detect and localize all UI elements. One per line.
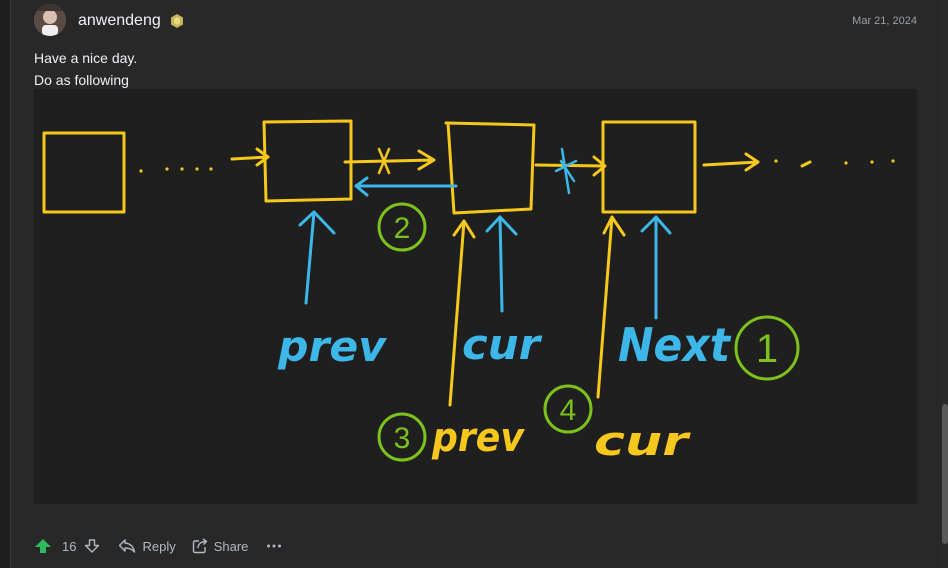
comment-line: Do as following	[34, 72, 129, 88]
comment-date: Mar 21, 2024	[852, 15, 917, 27]
arrow-cur-to-next	[534, 155, 607, 177]
node-box	[42, 131, 126, 214]
step-number-3: 3	[394, 422, 411, 455]
pointer-cur	[485, 215, 518, 313]
scrollbar[interactable]	[942, 0, 948, 568]
share-button[interactable]: Share	[192, 538, 249, 554]
step-circle-4	[543, 384, 593, 434]
badge-icon	[169, 13, 185, 29]
comment-body: Have a nice day. Do as following	[34, 47, 137, 91]
reply-label: Reply	[142, 538, 176, 554]
more-options-button[interactable]	[266, 538, 282, 554]
upvote-button[interactable]	[34, 538, 52, 554]
label-cur-new: cur	[594, 419, 691, 465]
step-number-4: 4	[560, 394, 577, 427]
arrow-next-out	[702, 152, 760, 172]
dots-left	[139, 167, 213, 173]
share-label: Share	[213, 538, 249, 554]
label-prev-new: prev	[431, 415, 526, 461]
step-number-1: 1	[756, 327, 778, 371]
vote-count: 16	[62, 538, 77, 554]
left-rail	[0, 0, 11, 568]
more-icon	[267, 544, 282, 548]
scrollbar-thumb[interactable]	[942, 404, 948, 544]
linked-list-diagram: 2 1 3 4 prev cur Next prev cur	[34, 89, 917, 504]
arrow-into-prev	[230, 147, 270, 167]
pointer-prev-new	[448, 219, 476, 407]
reply-button[interactable]: Reply	[118, 538, 176, 554]
pointer-prev	[298, 210, 336, 305]
pointer-next	[640, 215, 672, 320]
node-box-next	[601, 120, 697, 214]
step-circle-1	[734, 315, 800, 381]
dots-right	[774, 159, 895, 165]
avatar[interactable]	[34, 4, 66, 36]
author-name[interactable]: anwendeng	[78, 12, 161, 29]
step-circle-3	[377, 412, 427, 462]
upvote-icon	[35, 539, 51, 553]
label-prev: prev	[277, 322, 388, 371]
arrow-cur-to-prev	[354, 176, 458, 197]
share-icon	[192, 538, 207, 554]
step-circle-2	[377, 202, 427, 252]
comment-actions: 16 Reply Share	[34, 536, 282, 556]
comment-line: Have a nice day.	[34, 50, 138, 66]
downvote-icon	[85, 539, 100, 553]
label-next: Next	[618, 318, 732, 372]
node-box-prev	[262, 119, 353, 203]
downvote-button[interactable]	[84, 538, 100, 554]
node-box-cur	[444, 121, 536, 215]
label-cur: cur	[462, 320, 542, 369]
comment-header: anwendeng Mar 21, 2024	[34, 4, 917, 38]
reply-icon	[119, 539, 136, 553]
arrow-prev-to-cur-old	[343, 149, 436, 171]
step-number-2: 2	[394, 212, 411, 245]
pointer-cur-new	[596, 215, 626, 399]
